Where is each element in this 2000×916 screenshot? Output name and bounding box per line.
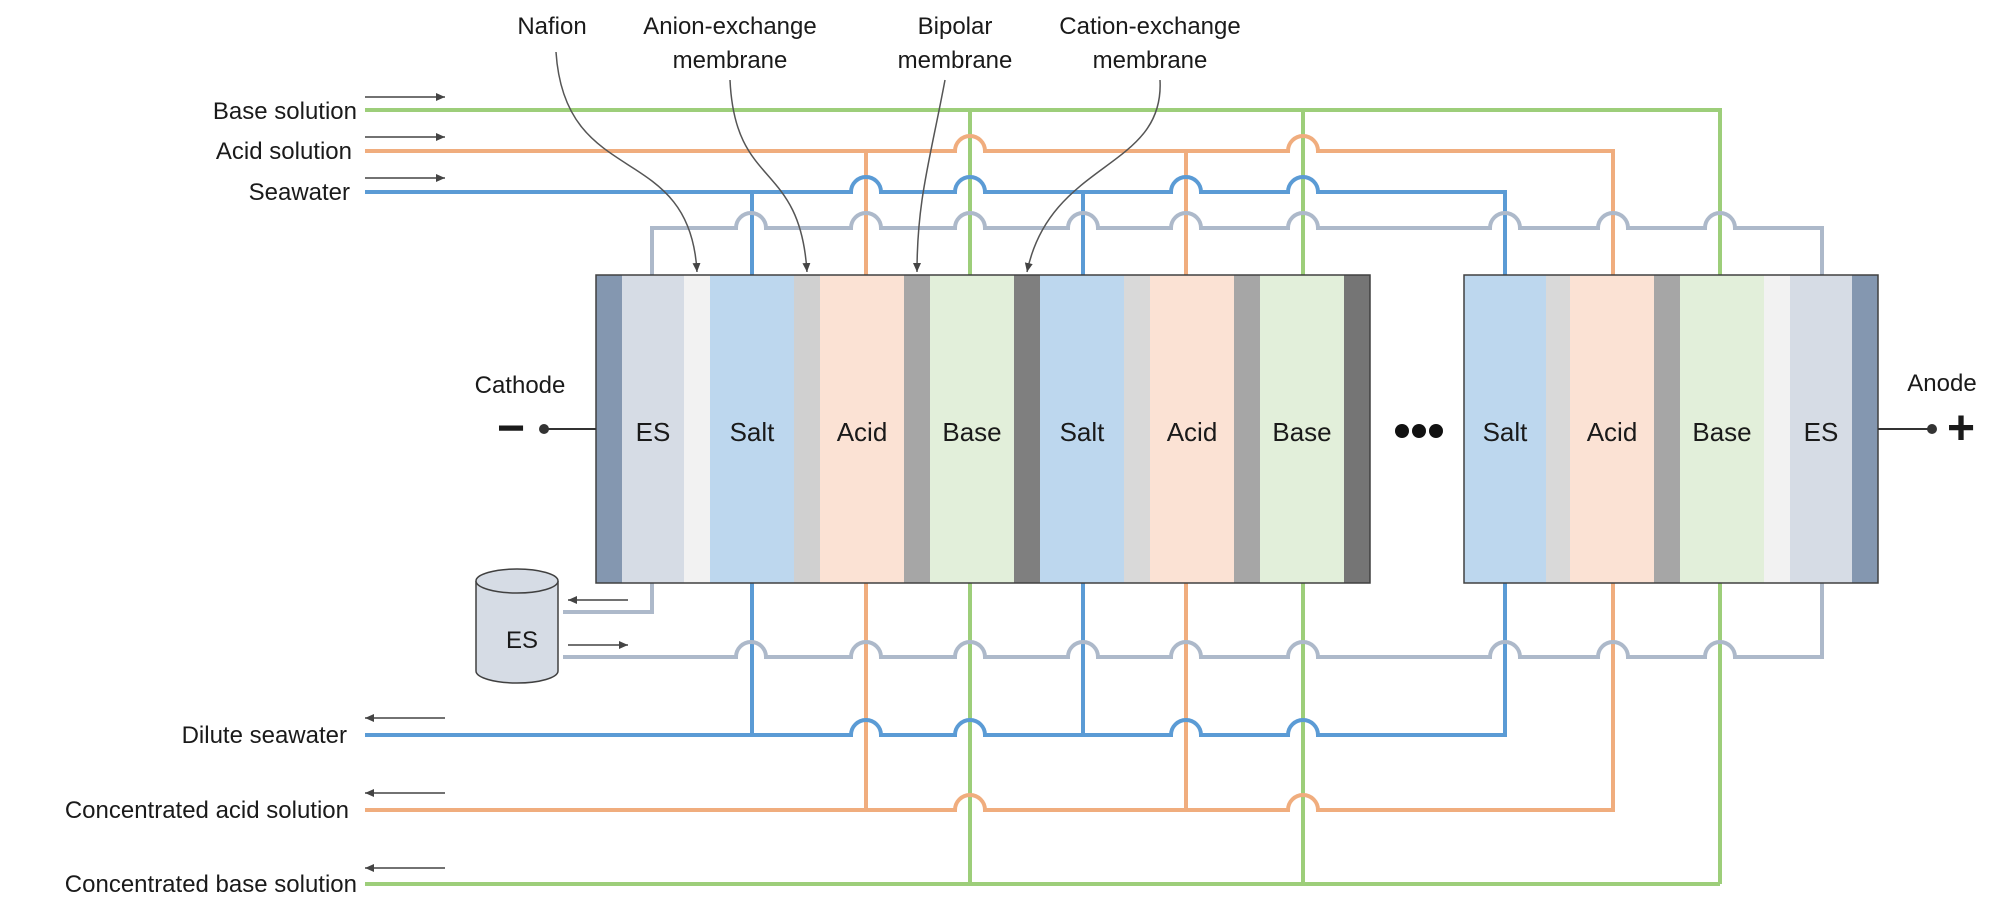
- base-compartment: [1680, 275, 1764, 583]
- salt-compartment: [710, 275, 794, 583]
- cation-exchange-membrane: [1014, 275, 1040, 583]
- stack-ellipsis: [1395, 424, 1443, 438]
- bipolar-membrane: [1654, 275, 1680, 583]
- base-compartment: [930, 275, 1014, 583]
- es-tank: ES: [475, 568, 559, 684]
- acid-compartment: [1570, 275, 1654, 583]
- cell-stack-1: [595, 274, 1371, 584]
- nafion-pointer: [555, 51, 701, 273]
- acid-solution-inlet-label: Acid solution: [216, 138, 352, 165]
- anion-exchange-membrane: [1546, 275, 1570, 583]
- anion-exchange-membrane-label-line-1: Anion-exchange: [643, 13, 816, 40]
- dilute-seawater-outlet-label: Dilute seawater: [182, 722, 347, 749]
- bipolar-membrane-pointer: [913, 79, 946, 273]
- es-supply-pipe: [563, 583, 1824, 659]
- anion-exchange-membrane: [1124, 275, 1150, 583]
- cell-label-base: Base: [1692, 417, 1751, 447]
- es-return-pipe: [650, 211, 1824, 275]
- cation-exchange-membrane-label-line-2: membrane: [1093, 47, 1208, 74]
- cell-label-acid: Acid: [837, 417, 888, 447]
- anode-terminal: +: [1878, 402, 1975, 455]
- anion-membrane-pointer: [729, 79, 811, 273]
- anion-exchange-membrane-label-line-2: membrane: [673, 47, 788, 74]
- salt-compartment: [1464, 275, 1546, 583]
- acid-inlet-pipe: [365, 134, 1615, 275]
- seawater-inlet-pipe: [365, 175, 1507, 275]
- acid-compartment: [820, 275, 904, 583]
- bipolar-membrane-label-line-2: membrane: [898, 47, 1013, 74]
- nafion-label: Nafion: [517, 13, 586, 40]
- cell-label-es: ES: [1804, 417, 1839, 447]
- acid-outlet-pipe: [365, 583, 1615, 812]
- es-tank-return-pipe: [563, 583, 654, 614]
- base-solution-inlet-label: Base solution: [213, 98, 357, 125]
- cell-label-acid: Acid: [1167, 417, 1218, 447]
- cation-exchange-membrane-label-line-1: Cation-exchange: [1059, 13, 1240, 40]
- tank-label: ES: [506, 627, 538, 654]
- base-outlet-pipe: [365, 583, 1722, 886]
- base-compartment: [1260, 275, 1344, 583]
- cation-membrane-pointer: [1024, 79, 1161, 273]
- cell-label-base: Base: [1272, 417, 1331, 447]
- cell-label-acid: Acid: [1587, 417, 1638, 447]
- anode-electrode: [1852, 275, 1878, 583]
- cathode-terminal: −: [497, 402, 596, 455]
- bipolar-membrane: [1234, 275, 1260, 583]
- cell-label-base: Base: [942, 417, 1001, 447]
- cell-label-salt: Salt: [730, 417, 776, 447]
- bipolar-membrane: [904, 275, 930, 583]
- cell-stack-2: [1463, 274, 1879, 584]
- cation-exchange-membrane: [1344, 275, 1370, 583]
- acid-compartment: [1150, 275, 1234, 583]
- bipolar-membrane-label-line-1: Bipolar: [918, 13, 993, 40]
- cell-label-salt: Salt: [1483, 417, 1529, 447]
- base-inlet-pipe: [365, 108, 1722, 275]
- nafion-membrane: [684, 275, 710, 583]
- anode-plus-icon: +: [1947, 402, 1975, 455]
- es-compartment: [1790, 275, 1852, 583]
- cathode-electrode: [596, 275, 622, 583]
- concentrated-base-outlet-label: Concentrated base solution: [65, 871, 357, 898]
- cell-label-salt: Salt: [1060, 417, 1106, 447]
- nafion-membrane: [1764, 275, 1790, 583]
- cell-label-es: ES: [636, 417, 671, 447]
- cathode-label: Cathode: [475, 372, 566, 399]
- salt-compartment: [1040, 275, 1124, 583]
- cathode-minus-icon: −: [497, 402, 525, 455]
- dilute-outlet-pipe: [365, 583, 1507, 737]
- anode-label: Anode: [1907, 370, 1976, 397]
- es-compartment: [622, 275, 684, 583]
- anion-exchange-membrane: [794, 275, 820, 583]
- concentrated-acid-outlet-label: Concentrated acid solution: [65, 797, 349, 824]
- seawater-inlet-label: Seawater: [249, 179, 350, 206]
